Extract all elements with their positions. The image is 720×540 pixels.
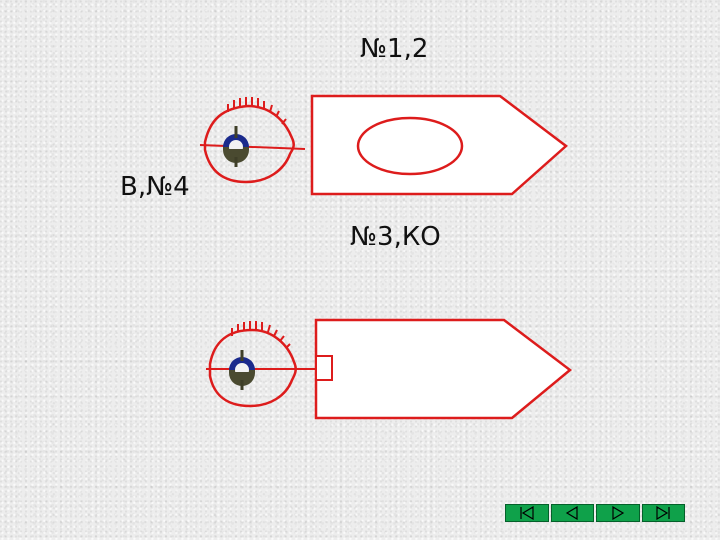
label-number-1-2: №1,2 — [360, 34, 429, 64]
eye-bottom — [206, 321, 318, 408]
eye-bottom-outline — [208, 328, 297, 408]
pentagon-bottom — [314, 318, 573, 420]
last-slide-icon — [656, 506, 670, 520]
previous-slide-icon — [566, 506, 578, 520]
next-slide-button[interactable] — [596, 504, 640, 522]
eye-top-axis — [199, 144, 306, 150]
first-slide-button[interactable] — [505, 504, 549, 522]
pentagon-bottom-outline — [314, 318, 573, 420]
eye-top — [199, 97, 306, 184]
eye-bottom-lashes — [231, 321, 291, 349]
last-slide-button[interactable] — [641, 504, 685, 522]
pentagon-top-oval — [356, 116, 464, 176]
eye-top-lashes — [227, 97, 287, 125]
pentagon-bottom-notch — [315, 355, 333, 381]
eye-top-outline — [203, 104, 295, 184]
label-v-number-4: В,№4 — [120, 172, 190, 202]
pentagon-top — [310, 94, 568, 196]
eye-bottom-lens — [229, 350, 255, 390]
first-slide-icon — [520, 506, 534, 520]
previous-slide-button[interactable] — [550, 504, 594, 522]
eye-top-lens — [223, 126, 249, 167]
next-slide-icon — [612, 506, 624, 520]
label-number-3-ko: №3,КО — [350, 222, 441, 252]
slide-navigation-bar — [505, 504, 685, 522]
